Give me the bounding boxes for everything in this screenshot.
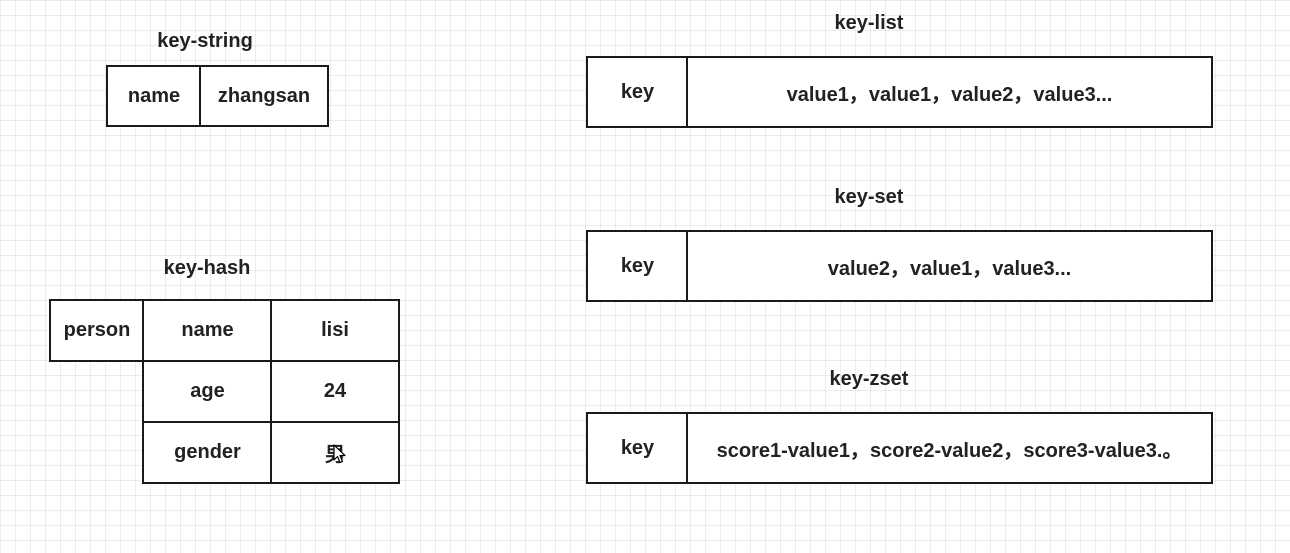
zset-key-cell: key: [586, 412, 689, 484]
key-list-title: key-list: [834, 12, 904, 34]
hash-key-cell: person: [49, 299, 145, 362]
zset-value-cell: score1-value1，score2-value2，score3-value…: [686, 412, 1213, 484]
hash-value-cell: 男: [270, 421, 400, 484]
string-key-cell: name: [106, 65, 202, 127]
set-key-cell: key: [586, 230, 689, 302]
hash-field-cell: name: [142, 299, 273, 362]
hash-field-cell: gender: [142, 421, 273, 484]
set-value-cell: value2，value1，value3...: [686, 230, 1213, 302]
list-value-cell: value1，value1，value2，value3...: [686, 56, 1213, 128]
key-hash-title: key-hash: [163, 257, 251, 279]
list-key-cell: key: [586, 56, 689, 128]
hash-value-cell: lisi: [270, 299, 400, 362]
hash-field-cell: age: [142, 360, 273, 423]
string-value-cell: zhangsan: [199, 65, 329, 127]
key-zset-title: key-zset: [829, 368, 909, 390]
mouse-cursor-icon: [333, 444, 346, 464]
hash-value-cell: 24: [270, 360, 400, 423]
key-string-title: key-string: [157, 30, 253, 52]
key-set-title: key-set: [834, 186, 904, 208]
